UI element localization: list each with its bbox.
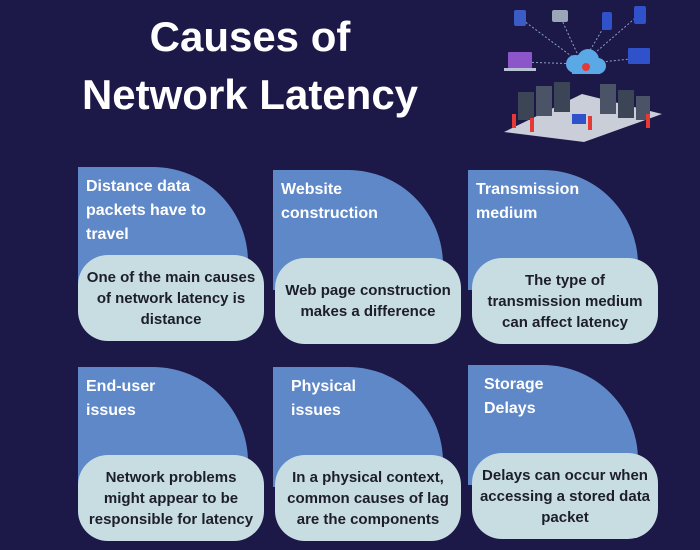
card-description-pill: One of the main causes of network latenc… [78, 255, 264, 341]
card-description: Delays can occur when accessing a stored… [479, 466, 651, 526]
device-icon [514, 10, 526, 26]
title-line-1: Causes of [149, 13, 351, 60]
cause-card-distance: Distance data packets have to travel One… [78, 167, 268, 347]
page-title: Causes of Network Latency [20, 8, 480, 124]
card-heading: Distance data packets have to travel [86, 178, 207, 243]
cause-card-end-user: End-user issues Network problems might a… [78, 367, 268, 547]
cause-card-physical: Physical issues In a physical context, c… [273, 367, 463, 547]
cause-card-storage: Storage Delays Delays can occur when acc… [468, 365, 658, 545]
card-description: Web page construction makes a difference [285, 282, 451, 320]
card-description: In a physical context, common causes of … [287, 468, 449, 528]
people-icon [512, 114, 650, 132]
device-icon [552, 10, 568, 22]
card-description: Network problems might appear to be resp… [88, 468, 254, 528]
card-description-pill: In a physical context, common causes of … [275, 455, 461, 541]
card-heading: Physical issues [291, 378, 356, 419]
card-description: One of the main causes of network latenc… [86, 268, 256, 328]
desk-monitor-icon [572, 114, 586, 124]
monitor-icon [628, 48, 650, 64]
title-line-2: Network Latency [81, 71, 419, 118]
network-illustration [504, 6, 662, 142]
card-description-pill: The type of transmission medium can affe… [472, 258, 658, 344]
cause-card-transmission: Transmission medium The type of transmis… [468, 170, 658, 350]
server-rack-icon [518, 82, 650, 120]
cloud-icon [566, 49, 606, 74]
card-description-pill: Delays can occur when accessing a stored… [472, 453, 658, 539]
card-heading: Transmission medium [476, 181, 580, 222]
device-icon [602, 12, 612, 30]
card-description-pill: Web page construction makes a difference [275, 258, 461, 344]
device-icon [634, 6, 646, 24]
card-description: The type of transmission medium can affe… [487, 271, 643, 331]
card-heading: Storage Delays [484, 376, 544, 417]
card-heading: Website construction [281, 181, 378, 222]
cause-card-website: Website construction Web page constructi… [273, 170, 463, 350]
card-description-pill: Network problems might appear to be resp… [78, 455, 264, 541]
card-heading: End-user issues [86, 378, 156, 419]
laptop-icon [508, 52, 532, 68]
